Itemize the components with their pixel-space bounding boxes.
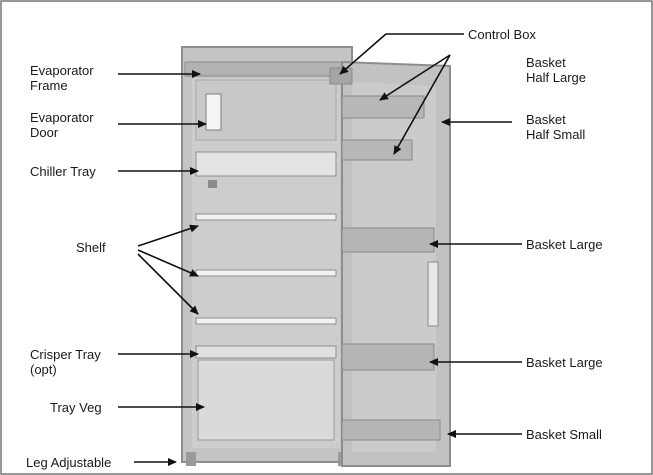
basket-half-large xyxy=(341,95,425,119)
label-tray-veg: Tray Veg xyxy=(50,400,102,415)
basket-half-small xyxy=(341,139,413,161)
label-crisper-tray: Crisper Tray (opt) xyxy=(30,347,101,377)
basket-large-bottom xyxy=(341,343,435,371)
label-shelf: Shelf xyxy=(76,240,106,255)
label-basket-half-small: Basket Half Small xyxy=(526,112,586,142)
label-basket-large-bottom: Basket Large xyxy=(526,355,603,370)
shelf-3 xyxy=(195,317,337,325)
label-evaporator-frame: Evaporator Frame xyxy=(30,63,94,93)
control-box xyxy=(329,67,353,85)
leg-left xyxy=(186,452,196,466)
evaporator-frame xyxy=(184,61,348,77)
label-control-box: Control Box xyxy=(468,27,536,42)
basket-large-top xyxy=(341,227,435,253)
label-basket-small: Basket Small xyxy=(526,427,602,442)
label-chiller-tray: Chiller Tray xyxy=(30,164,96,179)
cabinet-body xyxy=(181,46,353,466)
basket-small xyxy=(341,419,441,441)
leader-lines xyxy=(118,33,522,466)
shelf-1 xyxy=(195,213,337,221)
label-basket-half-large: Basket Half Large xyxy=(526,55,586,85)
evaporator-door-handle xyxy=(205,93,222,131)
chiller-tray xyxy=(195,151,337,177)
label-leg-adjustable: Leg Adjustable xyxy=(26,455,112,470)
tray-veg xyxy=(197,359,335,441)
label-basket-large-top: Basket Large xyxy=(526,237,603,252)
refrigerator-door xyxy=(329,60,451,467)
shelf-2 xyxy=(195,269,337,277)
crisper-tray xyxy=(195,345,337,359)
label-evaporator-door: Evaporator Door xyxy=(30,110,94,140)
